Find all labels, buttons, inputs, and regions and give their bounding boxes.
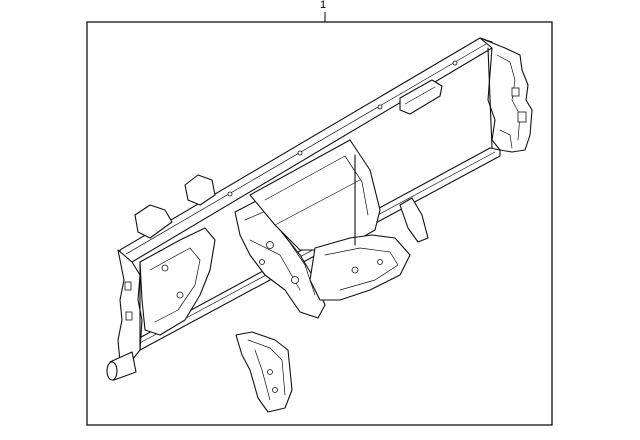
right-vertical — [487, 47, 493, 149]
tunnel-side-mount — [399, 197, 429, 243]
reinforcement-bracket — [235, 331, 293, 413]
reinforcement-body — [235, 331, 293, 413]
right-bracket-flange — [499, 129, 513, 149]
tunnel-inner-edge — [264, 155, 369, 216]
floor-hole-2 — [377, 259, 383, 265]
left-side-panel — [139, 227, 216, 336]
left-panel-inner — [149, 247, 201, 323]
left-shell — [134, 204, 173, 239]
floor-bracket-edge — [324, 247, 399, 291]
left-tube-end — [106, 361, 118, 381]
center-tunnel — [249, 139, 381, 251]
left-mount-shell — [184, 174, 216, 206]
brace-hole-2 — [291, 276, 299, 284]
brace-hole — [266, 241, 274, 249]
left-bracket-slot — [124, 281, 132, 291]
left-bracket-slot-2 — [125, 311, 133, 321]
floor-hole — [351, 266, 359, 274]
reinforcement-hole-2 — [272, 387, 278, 393]
reinforcement-crease — [254, 349, 271, 401]
center-brace-edge — [244, 209, 316, 296]
reinforcement-edge — [247, 339, 286, 396]
left-end-bracket — [117, 249, 143, 363]
rail-hole-2 — [297, 150, 303, 156]
left-panel-hole-2 — [176, 291, 184, 299]
diagram-frame — [86, 21, 553, 426]
top-rail-edge — [125, 43, 487, 255]
tunnel-crease — [274, 179, 361, 226]
right-bracket-slot — [517, 111, 527, 123]
callout-number: 1 — [320, 0, 327, 11]
brace-hole-3 — [259, 259, 265, 265]
left-panel-hole — [161, 264, 169, 272]
right-bracket-slot-2 — [511, 87, 520, 97]
reinforcement-hole — [267, 369, 273, 375]
rail-hole-4 — [452, 60, 458, 66]
rail-hole — [227, 191, 233, 197]
upper-connector-detail — [404, 86, 436, 105]
dash-panel-assembly — [106, 37, 533, 381]
floor-bracket — [309, 234, 411, 301]
upper-connector — [399, 79, 443, 115]
rail-hole-3 — [377, 104, 383, 110]
